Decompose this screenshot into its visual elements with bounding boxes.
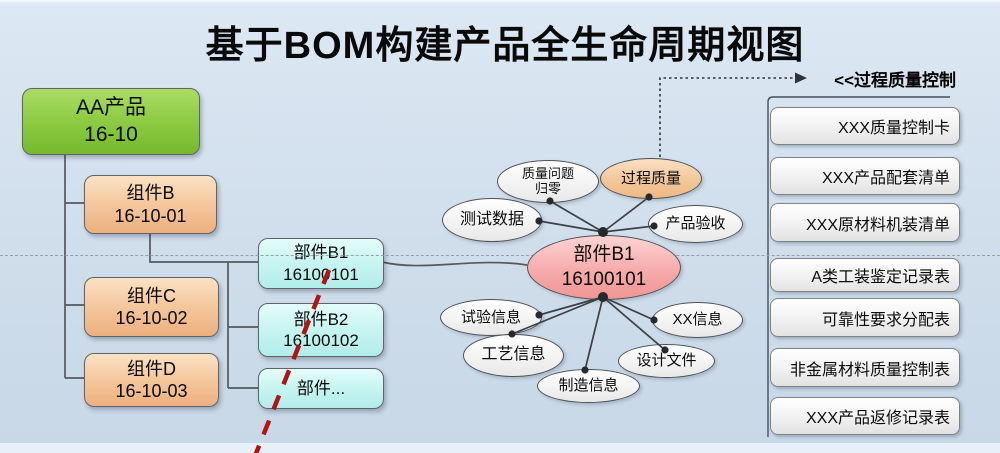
panel-item-quality-control-card: XXX质量控制卡 [770, 107, 960, 145]
node-code: 16100101 [283, 264, 359, 284]
slide-bottom-strip [0, 443, 1000, 453]
ellipse-code: 16100101 [561, 268, 647, 290]
ellipse-product-acceptance: 产品验收 [648, 205, 743, 243]
tree-node-part-b1: 部件B1 16100101 [258, 238, 384, 289]
slide-title: 基于BOM构建产品全生命周期视图 [205, 25, 805, 67]
panel-item-label: A类工装鉴定记录表 [811, 269, 950, 286]
red-dashed-cut-line [253, 269, 332, 453]
ellipse-design-docs: 设计文件 [618, 344, 715, 378]
ellipse-process-quality: 过程质量 [600, 158, 702, 199]
ellipse-xx-info: XX信息 [652, 302, 743, 338]
node-code: 16100102 [283, 331, 359, 350]
part-to-center-curve [381, 261, 528, 267]
ellipse-label: XX信息 [672, 311, 723, 329]
ellipse-quality-issue: 质量问题 归零 [497, 160, 599, 203]
node-label: 部件B1 [293, 243, 349, 263]
panel-item-product-matching-list: XXX产品配套清单 [770, 157, 960, 195]
ellipse-manufacture-info: 制造信息 [537, 369, 640, 403]
ellipse-label: 制造信息 [558, 377, 619, 395]
node-code: 16-10-01 [114, 205, 187, 226]
node-code: 16-10-02 [115, 308, 188, 328]
node-label: AA产品 [75, 96, 146, 120]
panel-item-raw-material-list: XXX原材料机装清单 [770, 203, 960, 242]
node-label: 组件C [127, 285, 176, 306]
panel-item-label: XXX产品返修记录表 [805, 410, 950, 427]
panel-header-process-quality-control: <<过程质量控制 [834, 71, 956, 90]
ellipse-center-part-b1: 部件B1 16100101 [527, 235, 681, 300]
panel-item-reliability-allocation: 可靠性要求分配表 [770, 298, 960, 337]
ellipse-test-data: 测试数据 [442, 198, 542, 242]
node-label: 组件B [126, 183, 175, 203]
horizontal-dashed-divider [0, 255, 1000, 256]
panel-item-nonmetal-quality-control: 非金属材料质量控制表 [770, 348, 960, 387]
node-label: 部件B2 [293, 309, 349, 329]
tree-node-part-b2: 部件B2 16100102 [258, 303, 384, 357]
ellipse-label: 产品验收 [665, 215, 726, 233]
panel-item-tooling-record: A类工装鉴定记录表 [770, 258, 960, 292]
ellipse-label: 试验信息 [460, 308, 521, 326]
node-code: 16-10 [84, 122, 138, 146]
tree-node-component-c: 组件C 16-10-02 [84, 277, 219, 337]
node-label: 部件... [296, 378, 346, 398]
node-code: 16-10-03 [115, 381, 188, 401]
panel-item-label: XXX原材料机装清单 [805, 216, 950, 234]
tree-node-component-d: 组件D 16-10-03 [84, 353, 219, 407]
tree-node-root-product: AA产品 16-10 [22, 88, 200, 155]
ellipse-label: 部件B1 [573, 243, 635, 265]
ellipse-craft-info: 工艺信息 [463, 334, 564, 377]
ellipse-label: 归零 [534, 180, 561, 196]
ellipse-trial-info: 试验信息 [440, 299, 542, 336]
ellipse-label: 过程质量 [620, 169, 681, 187]
tree-node-part-more: 部件... [258, 368, 384, 409]
ellipse-label: 测试数据 [459, 210, 524, 228]
panel-item-label: 可靠性要求分配表 [821, 311, 950, 329]
ellipse-label: 设计文件 [636, 352, 697, 370]
panel-item-label: 非金属材料质量控制表 [789, 361, 950, 379]
tree-node-component-b: 组件B 16-10-01 [84, 175, 217, 234]
node-label: 组件D [127, 358, 176, 379]
panel-item-label: XXX产品配套清单 [821, 170, 950, 187]
ellipse-label: 质量问题 [521, 165, 574, 181]
panel-item-label: XXX质量控制卡 [837, 120, 950, 137]
panel-item-repair-record: XXX产品返修记录表 [770, 397, 960, 435]
ellipse-label: 工艺信息 [481, 346, 546, 364]
